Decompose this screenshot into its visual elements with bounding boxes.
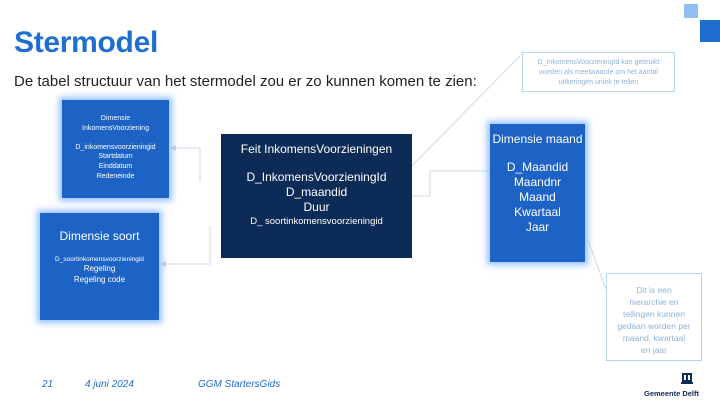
connector-maand — [400, 170, 490, 197]
fact-inkomensvoorzieningen-box: Feit InkomensVoorzieningen D_InkomensVoo… — [221, 134, 412, 258]
box-line: Jaar — [525, 220, 550, 234]
gemeente-delft-logo: Gemeente Delft — [644, 372, 706, 400]
page-subtitle: De tabel structuur van het stermodel zou… — [14, 73, 477, 90]
box-line: D_Maandid — [506, 160, 569, 174]
box-line: D_soortinkomensvoorzieningid — [55, 256, 144, 263]
corner-square-small — [684, 4, 698, 18]
box-line: Regeling — [83, 264, 116, 273]
box-line: D_ soortinkomensvoorzieningid — [250, 216, 383, 227]
connector-soort — [166, 226, 211, 265]
footer-date: 4 juni 2024 — [85, 379, 134, 390]
box-heading: Feit InkomensVoorzieningen — [240, 142, 393, 156]
box-line: Duur — [303, 200, 330, 214]
arrow-soort — [160, 261, 166, 267]
note-right: Dit is een hierarchie en tellingen kunne… — [606, 273, 702, 361]
delft-crest-icon — [681, 373, 693, 384]
logo-text: Gemeente Delft — [644, 389, 700, 398]
box-line: D_InkomensVoorzieningId — [246, 170, 387, 184]
box-heading: Dimensie maand — [492, 132, 583, 146]
corner-square-large — [700, 20, 720, 42]
box-line: Kwartaal — [514, 205, 561, 219]
box-line — [62, 133, 169, 143]
box-heading: Dimensie soort — [59, 229, 140, 243]
box-line: Startdatum — [98, 153, 133, 161]
dimension-maand-box: Dimensie maand D_Maandid Maandnr Maand K… — [490, 124, 585, 262]
footer-doc-title: GGM StartersGids — [198, 379, 281, 390]
box-line: InkomensVoorziening — [82, 124, 149, 132]
box-line: Einddatum — [98, 162, 133, 170]
footer-page-number: 21 — [42, 379, 54, 390]
box-line: D_inkomensvoorzieningid — [75, 143, 156, 151]
dimension-inkomensvoorziening-box: Dimensie InkomensVoorziening D_inkomensv… — [62, 100, 169, 198]
note-top: D_InkomensVoorzieningId kan gebruikt wor… — [522, 52, 675, 92]
connector-inkomens — [176, 147, 201, 182]
box-line: Maand — [519, 190, 556, 204]
box-line: D_maandid — [285, 185, 348, 199]
box-line: Redeneinde — [96, 172, 135, 180]
box-line: Dimensie — [100, 115, 131, 122]
arrow-inkomens — [170, 145, 176, 151]
box-line: Maandnr — [513, 175, 562, 189]
connector-note-top — [395, 55, 521, 183]
page-title: Stermodel — [14, 26, 159, 59]
box-line: Regeling code — [73, 274, 126, 284]
dimension-soort-box: Dimensie soort D_soortinkomensvoorzienin… — [40, 213, 159, 320]
